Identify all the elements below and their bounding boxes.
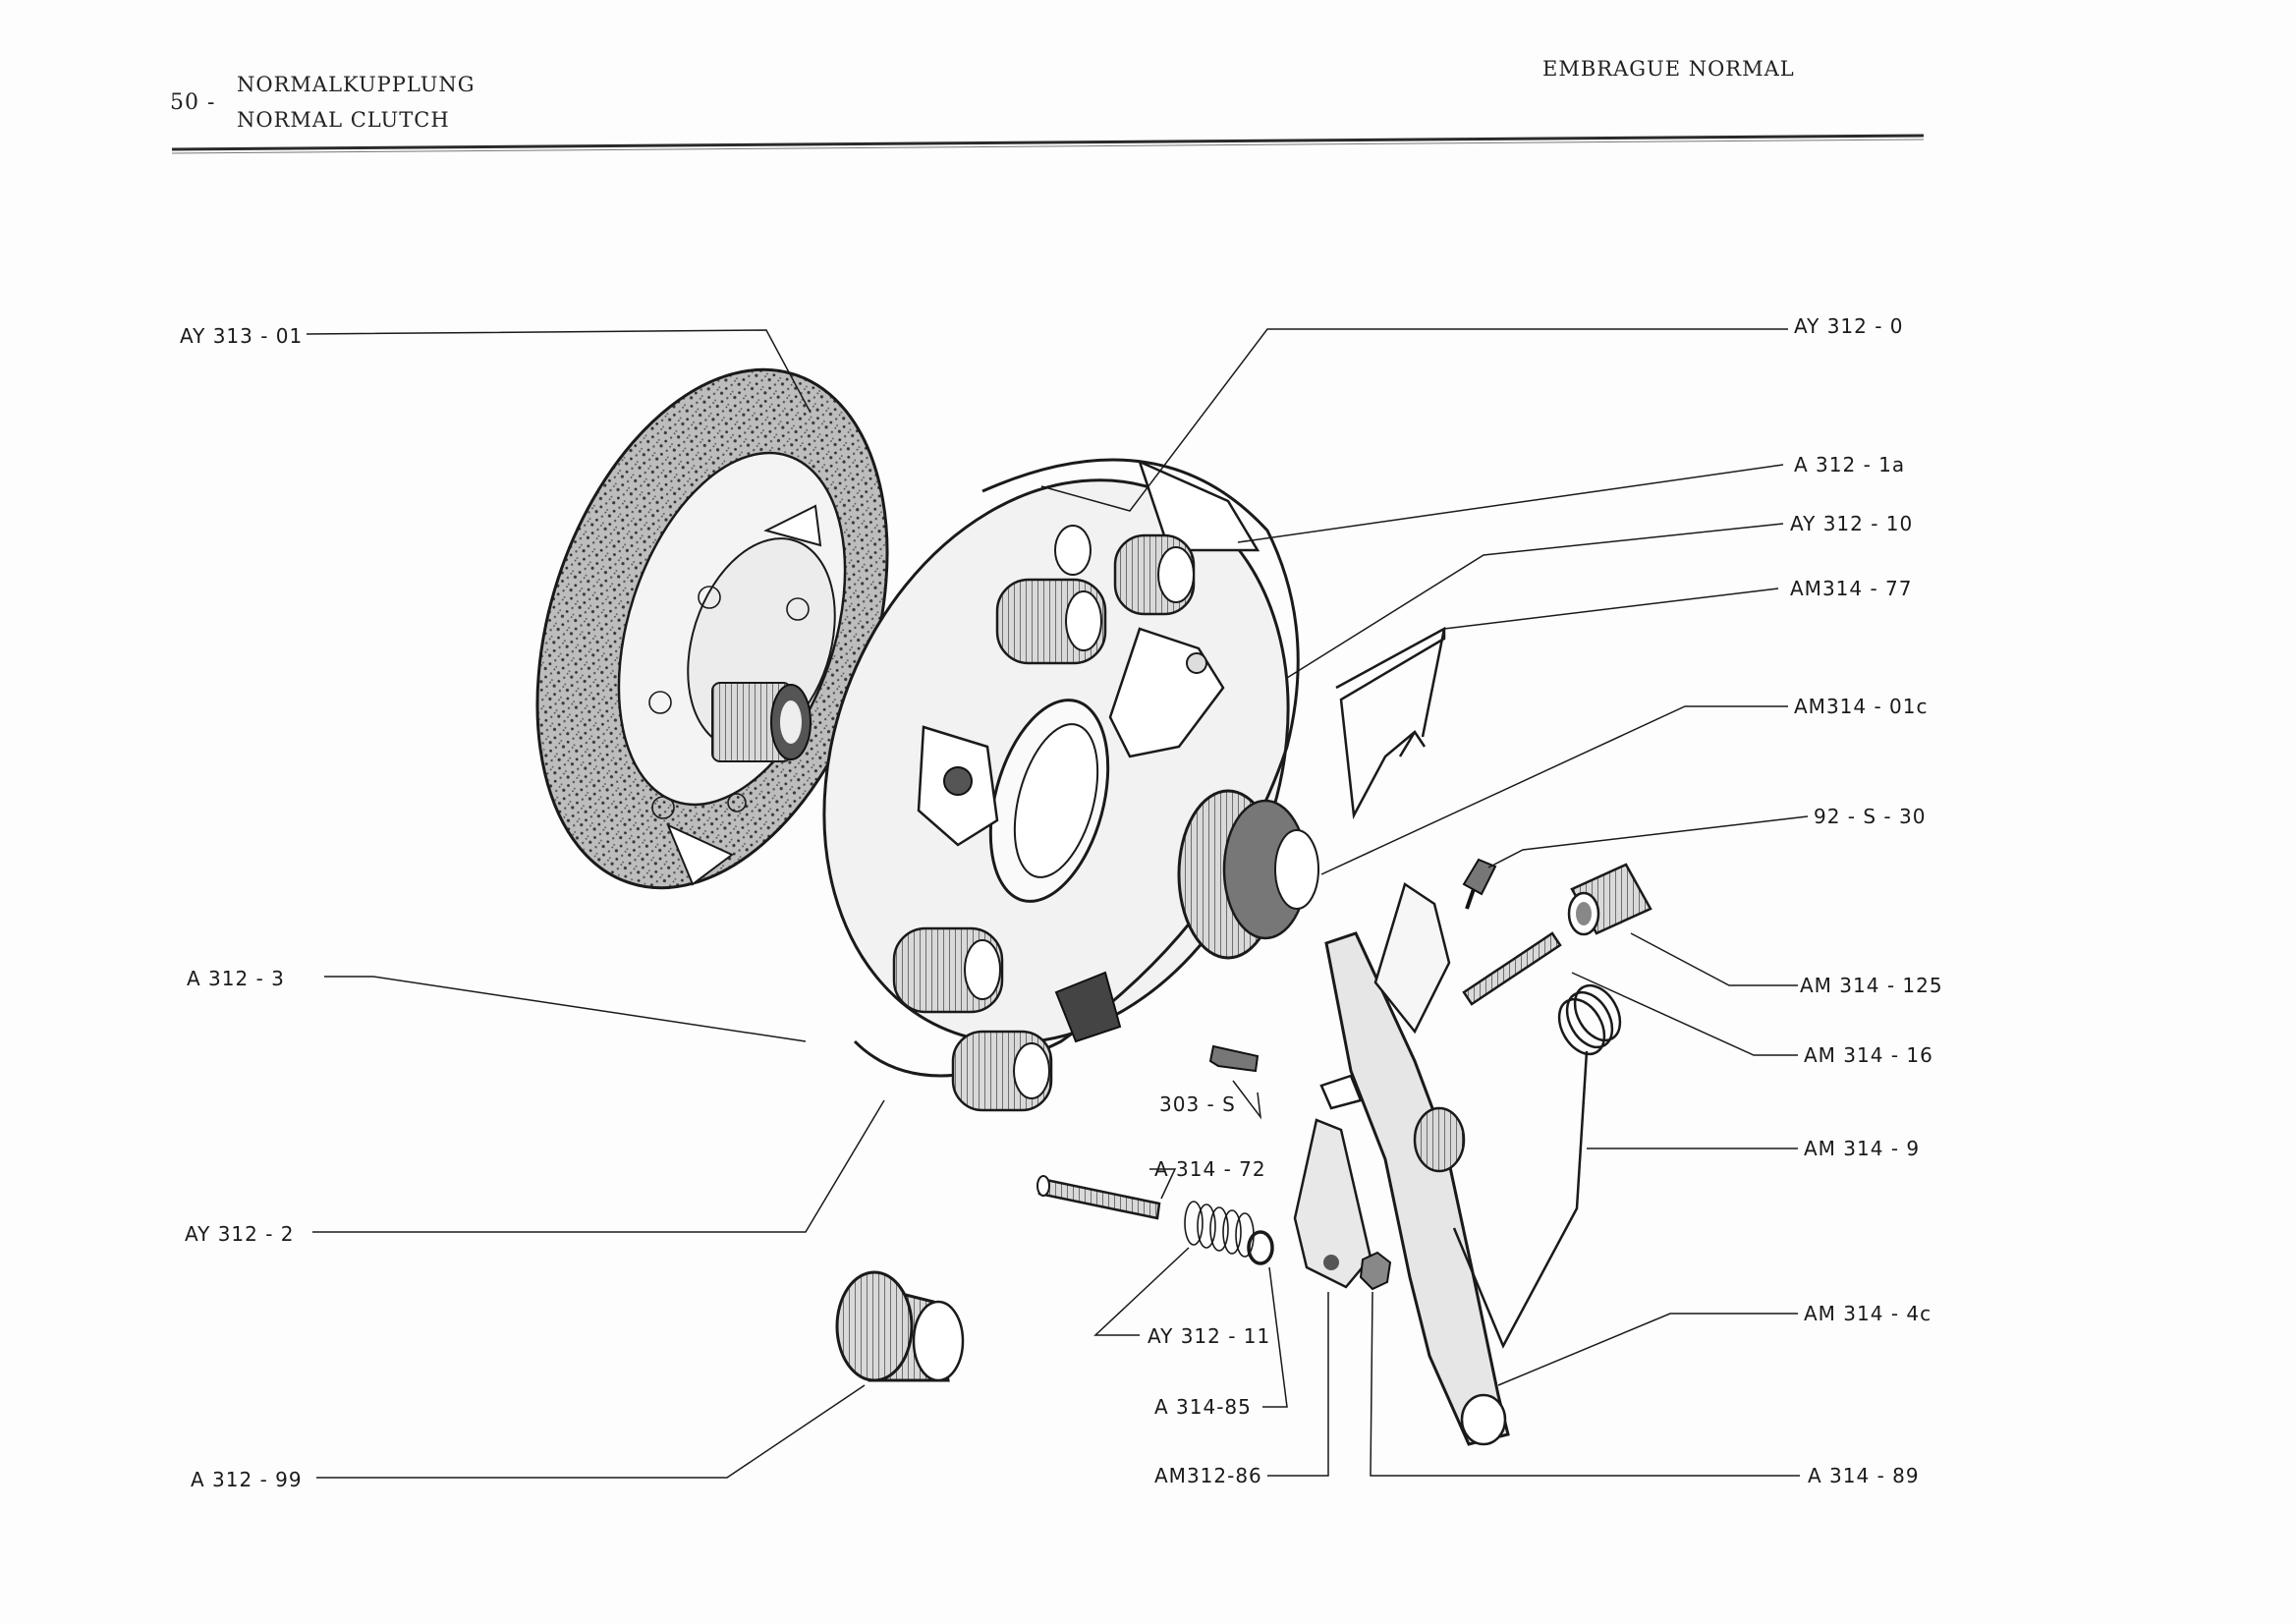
washer [1247,1230,1274,1265]
hub-bush [835,1270,965,1382]
nut [1359,1251,1392,1291]
adjusting-bolt [1037,1177,1161,1220]
release-bearing [1177,789,1319,960]
retaining-clip [1335,626,1446,820]
label-ay-312-10: AY 312 - 10 [1790,512,1914,535]
label-am-314-9: AM 314 - 9 [1804,1137,1921,1160]
label-am312-86: AM312-86 [1154,1464,1262,1487]
title-german: NORMALKUPPLUNG [237,73,476,96]
coil-spring [1184,1201,1255,1258]
spring-cup [951,1030,1053,1112]
label-a-312-3: A 312 - 3 [187,967,285,990]
label-ay-312-0: AY 312 - 0 [1794,314,1904,338]
label-ay-312-11: AY 312 - 11 [1148,1324,1271,1348]
screw [1462,858,1497,910]
bushing [1567,863,1652,936]
header-rule [171,134,1925,154]
return-spring [1452,983,1622,1349]
label-303-s: 303 - S [1159,1092,1236,1116]
label-am-314-4c: AM 314 - 4c [1804,1302,1932,1325]
spring-cup [995,578,1107,665]
spring-cup [892,926,1004,1014]
label-am314-01c: AM314 - 01c [1794,695,1929,718]
label-a-312-99: A 312 - 99 [191,1468,303,1491]
label-a-314-85: A 314-85 [1154,1395,1252,1419]
spring-cup [1113,533,1196,616]
label-ay-312-2: AY 312 - 2 [185,1222,295,1246]
page-number: 50 - [170,90,216,115]
release-fork [1324,882,1510,1446]
label-a-314-89: A 314 - 89 [1808,1464,1920,1487]
label-a-312-1a: A 312 - 1a [1794,453,1906,476]
friction-disc [535,367,889,890]
label-am-314-16: AM 314 - 16 [1804,1043,1933,1067]
label-am-314-125: AM 314 - 125 [1800,974,1943,997]
small-screw [1208,1044,1260,1073]
label-ay-313-01: AY 313 - 01 [180,324,304,348]
pin [1462,931,1562,1006]
title-french: EMBRAGUE NORMAL [1542,57,1795,81]
label-a-314-72: A 314 - 72 [1154,1157,1266,1181]
lever-plate [1293,1074,1372,1289]
label-92-s-30: 92 - S - 30 [1814,805,1927,828]
label-am314-77: AM314 - 77 [1790,577,1913,600]
title-english: NORMAL CLUTCH [237,108,450,132]
pressure-plate-assembly [822,458,1319,1112]
leader-lines [306,328,1809,1479]
